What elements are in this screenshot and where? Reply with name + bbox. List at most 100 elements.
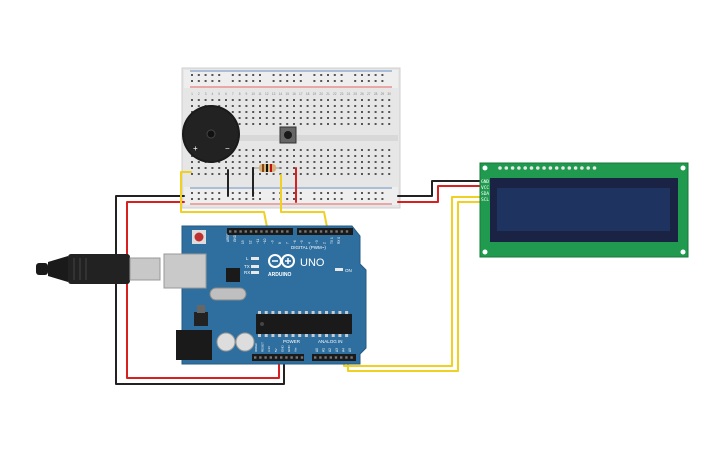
column-number: 10 bbox=[251, 92, 255, 96]
analog-pin-label: A5 bbox=[348, 348, 352, 352]
column-number: 27 bbox=[367, 92, 371, 96]
analog-label: ANALOG IN bbox=[318, 339, 343, 344]
power-label: POWER bbox=[283, 339, 301, 344]
lcd-pin-sda: SDA bbox=[481, 191, 489, 197]
analog-pin-label: A2 bbox=[328, 348, 332, 352]
wire-red-lcd-vcc bbox=[397, 185, 481, 203]
power-pin-label: 3.3V bbox=[267, 346, 271, 352]
wire-red-5v bbox=[126, 201, 280, 379]
column-number: 20 bbox=[319, 92, 323, 96]
led-tx-label: TX bbox=[244, 264, 250, 269]
analog-pin-label: A1 bbox=[322, 348, 326, 352]
column-number: 11 bbox=[258, 92, 262, 96]
on-led-label: ON bbox=[345, 268, 352, 273]
digital-pin-label: 7 bbox=[285, 242, 289, 244]
digital-pin-label: ~3 bbox=[315, 240, 319, 244]
piezo-buzzer[interactable]: + − bbox=[182, 105, 240, 163]
atmega-chip bbox=[256, 314, 352, 334]
arduino-uno[interactable]: L TX RX ON UNO ARDUINO DIGITAL (PWM~) AN… bbox=[163, 225, 367, 365]
wire-yellow-scl bbox=[347, 201, 481, 372]
power-pin-label: GND bbox=[280, 345, 284, 353]
header-holes bbox=[229, 230, 353, 359]
column-number: 2 bbox=[198, 92, 200, 96]
column-number: 28 bbox=[374, 92, 378, 96]
lcd-header-pins bbox=[498, 166, 597, 170]
column-number: 15 bbox=[285, 92, 289, 96]
digital-label: DIGITAL (PWM~) bbox=[291, 245, 326, 250]
crystal bbox=[209, 287, 247, 301]
wire-black-lcd-gnd bbox=[397, 180, 481, 197]
lcd-pin-labels: GND VCC SDA SCL bbox=[481, 179, 489, 203]
column-number: 22 bbox=[333, 92, 337, 96]
column-number: 17 bbox=[299, 92, 303, 96]
usb-cable bbox=[36, 254, 161, 284]
digital-pin-label: ~5 bbox=[300, 240, 304, 244]
column-number: 24 bbox=[347, 92, 351, 96]
column-number: 1 bbox=[191, 92, 193, 96]
column-number: 5 bbox=[218, 92, 220, 96]
column-number: 4 bbox=[212, 92, 214, 96]
digital-pin-label: RX 0 bbox=[337, 237, 341, 244]
usb-chip bbox=[226, 268, 240, 282]
aref-label: AREF bbox=[226, 233, 230, 242]
digital-pin-label: 12 bbox=[248, 240, 252, 244]
column-number: 13 bbox=[272, 92, 276, 96]
capacitor bbox=[216, 332, 236, 352]
wire-black-gnd bbox=[115, 195, 285, 385]
led-l-label: L bbox=[246, 256, 249, 261]
buzzer-plus-label: + bbox=[193, 144, 198, 153]
column-number: 26 bbox=[360, 92, 364, 96]
chip-pins bbox=[258, 311, 349, 337]
column-number: 16 bbox=[292, 92, 296, 96]
lcd-pin-gnd: GND bbox=[481, 179, 489, 185]
column-number: 29 bbox=[381, 92, 385, 96]
column-number: 14 bbox=[279, 92, 283, 96]
power-pin-label: GND bbox=[287, 345, 291, 353]
lcd-pin-scl: SCL bbox=[481, 197, 489, 203]
column-number: 30 bbox=[387, 92, 391, 96]
column-number: 12 bbox=[265, 92, 269, 96]
buzzer-minus-label: − bbox=[225, 144, 230, 153]
brand-label: ARDUINO bbox=[268, 272, 291, 278]
power-pin-label: RESET bbox=[261, 342, 265, 352]
usb-jack bbox=[163, 253, 207, 289]
column-number: 19 bbox=[313, 92, 317, 96]
column-number: 8 bbox=[239, 92, 241, 96]
led-rx-label: RX bbox=[244, 270, 250, 275]
power-jack bbox=[176, 330, 212, 360]
digital-pin-label: 8 bbox=[278, 242, 282, 244]
column-number: 9 bbox=[246, 92, 248, 96]
arduino-logo bbox=[268, 254, 295, 268]
column-number: 7 bbox=[232, 92, 234, 96]
wire-yellow-buzzer bbox=[180, 171, 269, 233]
column-number: 21 bbox=[326, 92, 330, 96]
power-pin-label: 5V bbox=[274, 348, 278, 352]
wires bbox=[115, 167, 481, 385]
column-number: 3 bbox=[205, 92, 207, 96]
gnd-label: GND bbox=[233, 234, 237, 242]
wire-yellow-button bbox=[280, 174, 329, 233]
board-name: UNO bbox=[300, 257, 325, 269]
lcd-module[interactable]: GND VCC SDA SCL bbox=[479, 162, 689, 258]
column-number: 18 bbox=[306, 92, 310, 96]
pushbutton[interactable] bbox=[279, 126, 297, 144]
digital-header-high bbox=[227, 228, 293, 235]
analog-pin-label: A0 bbox=[315, 348, 319, 352]
power-pin-label: Vin bbox=[294, 347, 298, 352]
digital-pin-label: ~10 bbox=[263, 238, 267, 244]
analog-header bbox=[312, 354, 356, 361]
analog-pin-label: A3 bbox=[335, 348, 339, 352]
column-number: 6 bbox=[225, 92, 227, 96]
digital-pin-label: ~6 bbox=[293, 240, 297, 244]
power-pin-label: IOREF bbox=[254, 343, 258, 352]
column-number: 25 bbox=[353, 92, 357, 96]
analog-pin-label: A4 bbox=[341, 348, 345, 352]
resistor[interactable] bbox=[253, 164, 282, 172]
column-number: 23 bbox=[340, 92, 344, 96]
